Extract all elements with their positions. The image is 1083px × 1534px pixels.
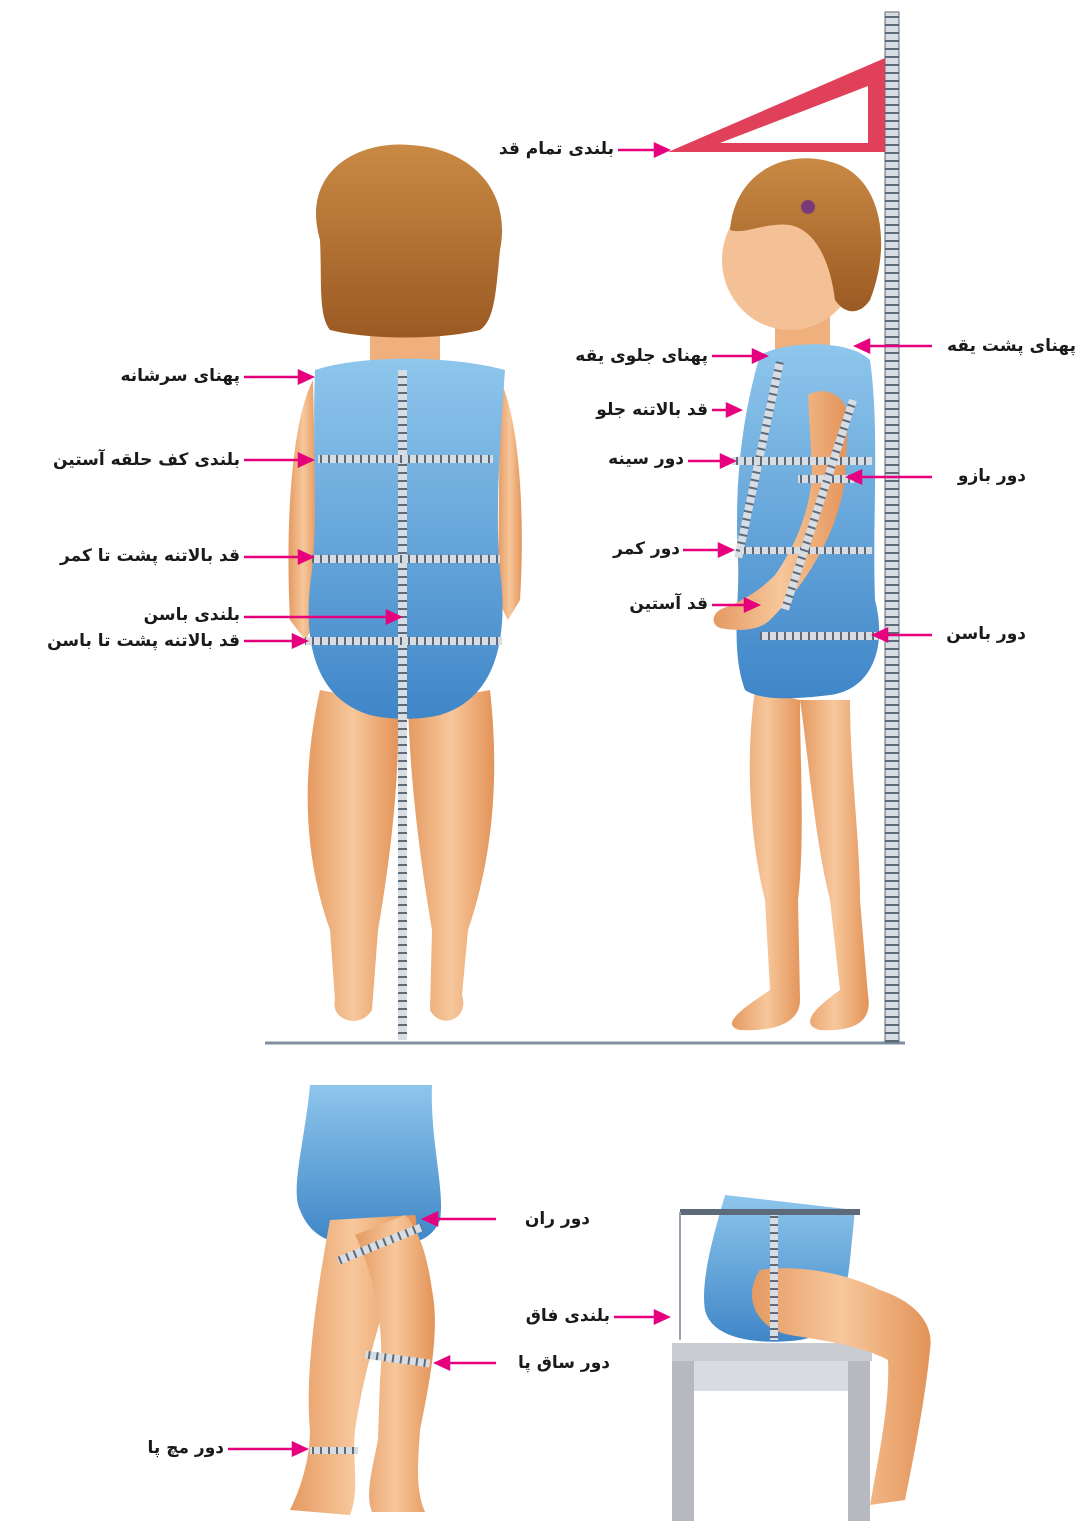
arrow-chest bbox=[688, 455, 734, 467]
arrow-front-bodice bbox=[712, 404, 740, 416]
child-side-view bbox=[714, 158, 882, 1030]
label-hip-height: بلندی باسن bbox=[96, 605, 240, 625]
seated-detail bbox=[672, 1195, 931, 1521]
label-front-bodice-length: قد بالاتنه جلو bbox=[584, 400, 708, 420]
arrow-armhole bbox=[244, 454, 312, 466]
label-armhole-depth: بلندی کف حلقه آستین bbox=[8, 450, 240, 470]
arrow-shoulder bbox=[244, 371, 312, 383]
arrow-back-to-hip bbox=[244, 635, 306, 647]
legs-detail bbox=[290, 1085, 441, 1515]
label-chest-circ: دور سینه bbox=[590, 449, 684, 469]
child-back-view bbox=[288, 144, 521, 1040]
arrow-calf bbox=[436, 1357, 496, 1369]
label-crotch-height: بلندی فاق bbox=[500, 1306, 610, 1326]
label-ankle-circ: دور مچ پا bbox=[110, 1438, 224, 1458]
label-back-to-hip-length: قد بالاتنه پشت تا باسن bbox=[4, 631, 240, 651]
label-full-height: بلندی تمام قد bbox=[474, 139, 614, 159]
label-waist-circ: دور کمر bbox=[596, 539, 680, 559]
arrow-full-height bbox=[618, 144, 668, 156]
label-thigh-circ: دور ران bbox=[500, 1209, 590, 1229]
arrow-ankle bbox=[228, 1443, 306, 1455]
label-shoulder-width: پهنای سرشانه bbox=[96, 366, 240, 386]
arrow-crotch bbox=[614, 1311, 668, 1323]
label-calf-circ: دور ساق پا bbox=[500, 1353, 610, 1373]
arrow-front-neck bbox=[712, 350, 766, 362]
label-back-waist-length: قد بالاتنه پشت تا کمر bbox=[20, 546, 240, 566]
arrow-back-waist bbox=[244, 551, 312, 563]
arrow-waist bbox=[683, 544, 732, 556]
arrow-hip bbox=[874, 629, 932, 641]
label-sleeve-length: قد آستین bbox=[582, 594, 708, 614]
set-square bbox=[668, 58, 885, 152]
label-front-neck-width: پهنای جلوی یقه bbox=[566, 346, 708, 366]
height-ruler bbox=[885, 12, 899, 1042]
label-hip-circ: دور باسن bbox=[936, 624, 1026, 644]
arrow-thigh bbox=[424, 1213, 496, 1225]
label-back-neck-width: پهنای پشت یقه bbox=[936, 336, 1076, 356]
label-upper-arm-circ: دور بازو bbox=[936, 466, 1026, 486]
